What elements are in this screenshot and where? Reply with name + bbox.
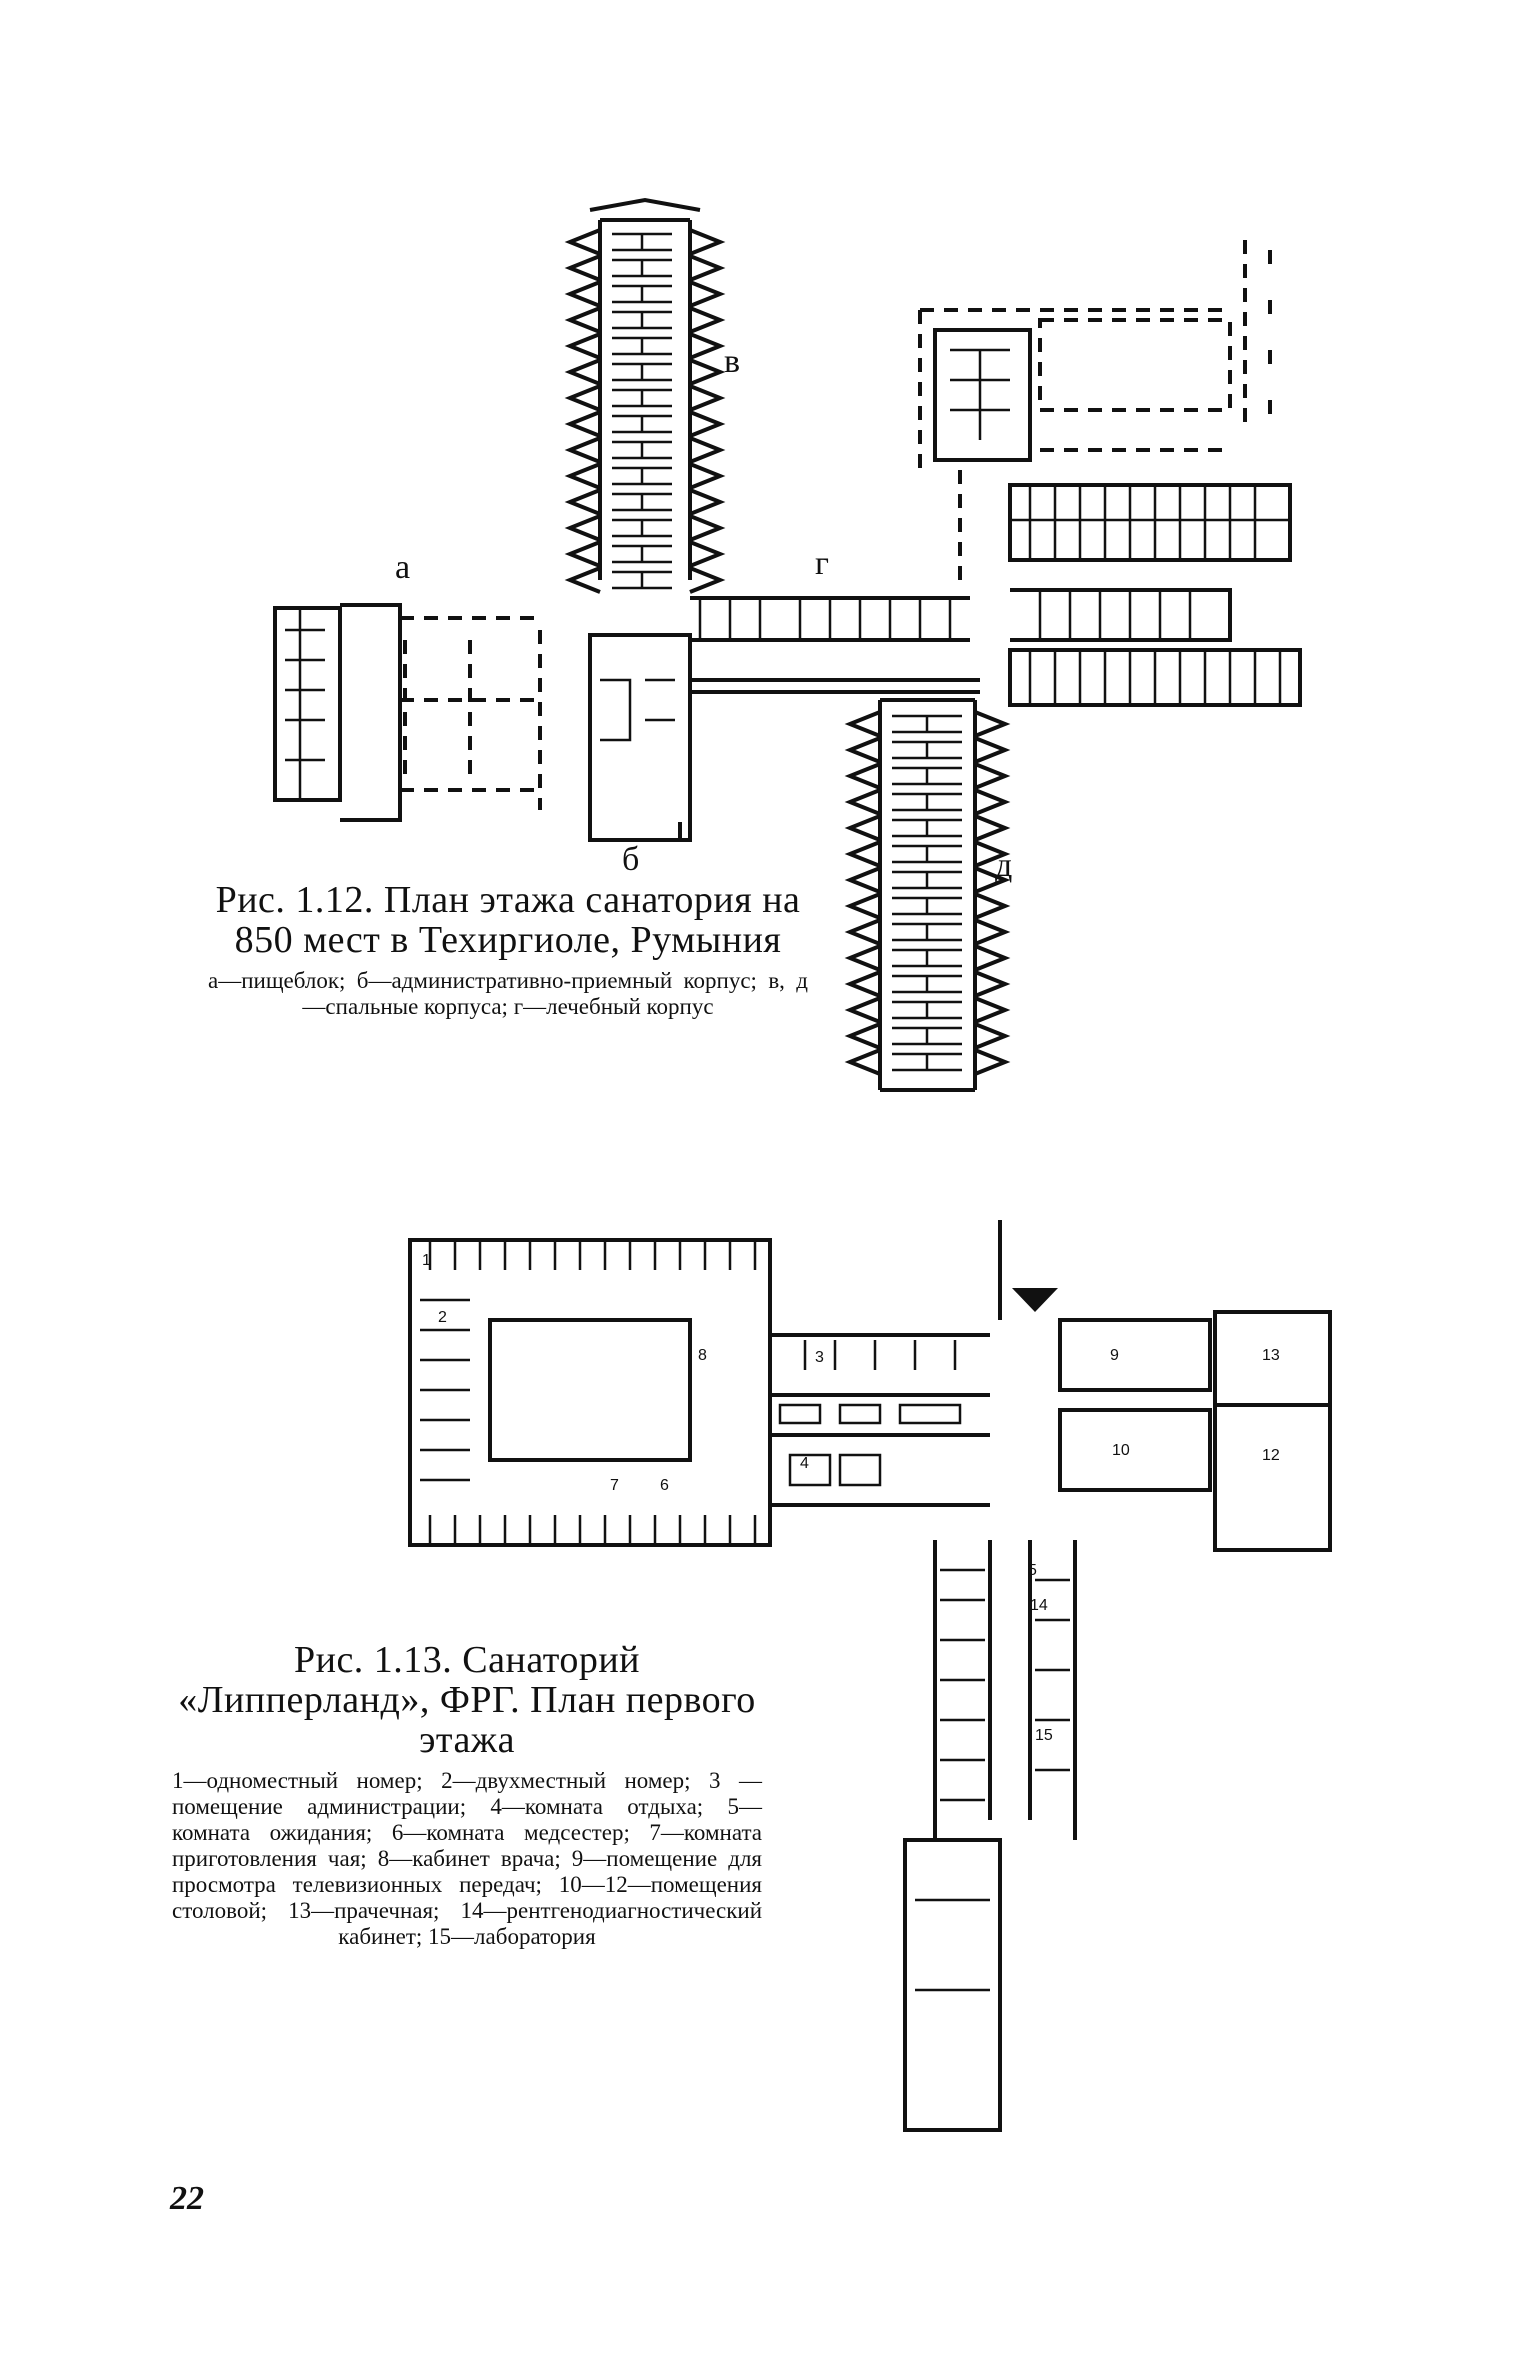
courtyard-block: 1 2 7 6 8 [408, 1238, 772, 1547]
label-a: а [395, 549, 410, 586]
room-2: 2 [438, 1309, 447, 1326]
room-7: 7 [610, 1477, 619, 1494]
figure-1-13-caption: Рис. 1.13. Санаторий «Липперланд», ФРГ. … [172, 1640, 762, 1950]
room-8: 8 [698, 1347, 707, 1364]
room-5: 5 [1028, 1562, 1037, 1579]
figure-1-13-legend: 1—одноместный номер; 2—двухместный номер… [172, 1768, 762, 1949]
figure-1-12-legend: а—пищеблок; б—административно-приемный к… [208, 968, 808, 1019]
room-1: 1 [422, 1252, 431, 1269]
room-9: 9 [1110, 1347, 1119, 1364]
room-6: 6 [660, 1477, 669, 1494]
room-10: 10 [1112, 1442, 1130, 1459]
block-b [588, 633, 692, 842]
room-3: 3 [815, 1349, 824, 1366]
wing-v [564, 197, 726, 594]
south-wing: 5 14 15 [903, 1540, 1077, 2132]
room-14: 14 [1030, 1597, 1048, 1614]
figure-1-12-caption: Рис. 1.12. План этажа санатория на 850 м… [208, 880, 808, 1020]
label-g: г [815, 545, 829, 582]
figure-1-12-plan: а б в г д [0, 0, 1536, 1120]
figure-1-13-plan: 1 2 7 6 8 3 4 9 10 13 12 5 14 15 [0, 1200, 1536, 2160]
block-a [273, 603, 542, 822]
room-13: 13 [1262, 1347, 1280, 1364]
label-v: в [724, 343, 740, 380]
page-number: 22 [170, 2180, 204, 2217]
figure-1-13-title: Рис. 1.13. Санаторий «Липперланд», ФРГ. … [178, 1639, 756, 1761]
label-b: б [622, 841, 639, 878]
room-12: 12 [1262, 1447, 1280, 1464]
room-4: 4 [800, 1455, 809, 1472]
central-wing: 3 4 [770, 1333, 990, 1507]
label-d: д [995, 847, 1012, 884]
entrance-arrow [1012, 1288, 1058, 1312]
room-15: 15 [1035, 1727, 1053, 1744]
block-g [690, 596, 980, 694]
wing-d [844, 698, 1011, 1092]
dining-block: 9 10 13 12 [1058, 1310, 1332, 1552]
treatment-complex [918, 240, 1302, 707]
figure-1-12-title: Рис. 1.12. План этажа санатория на 850 м… [215, 879, 801, 961]
